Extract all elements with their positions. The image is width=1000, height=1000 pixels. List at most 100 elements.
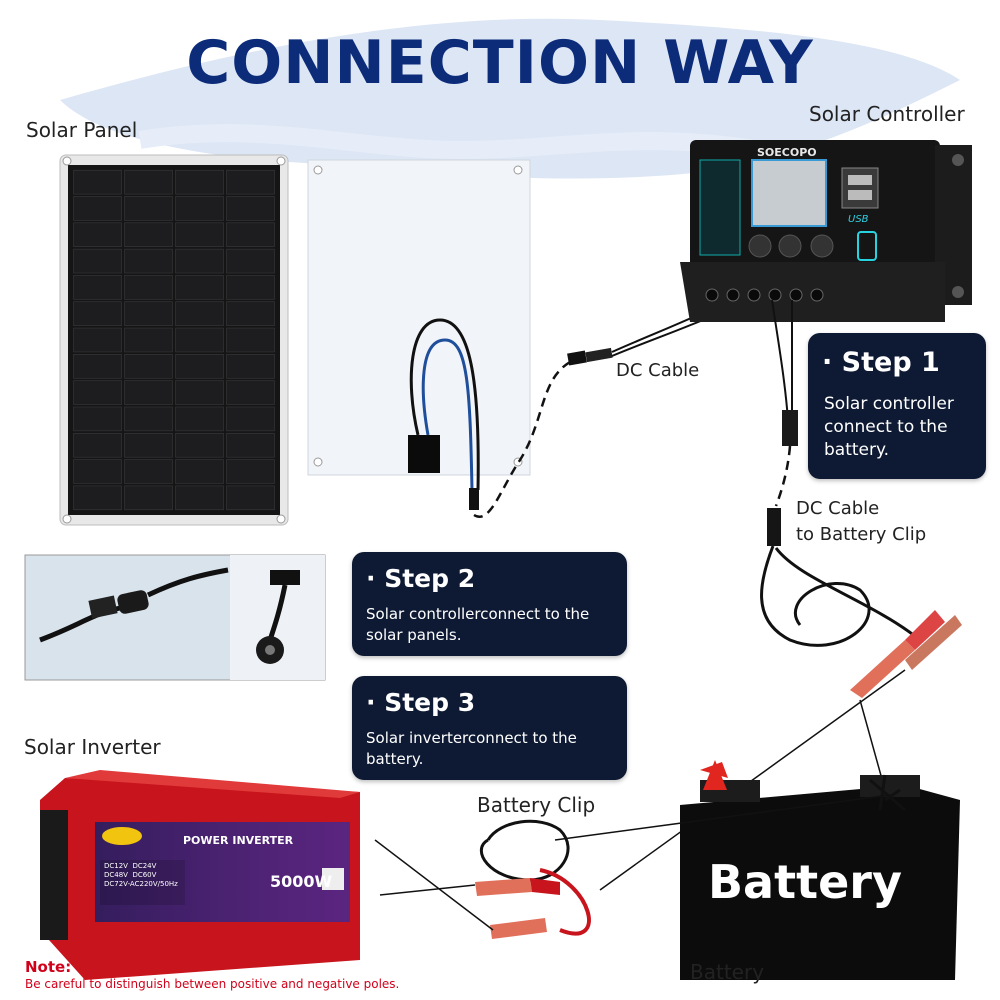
label-battery: Battery [690, 960, 765, 984]
solar-cell [124, 406, 173, 432]
charge-indicator-icon [857, 231, 877, 261]
controller-lcd-screen [751, 159, 827, 227]
solar-cell [73, 196, 122, 221]
dc-cable-panel-dashed [473, 360, 571, 518]
solar-cell [175, 354, 224, 379]
inverter-clip-red [475, 878, 560, 939]
solar-cell [73, 432, 122, 458]
step-3-desc: Solar inverterconnect to the battery. [366, 728, 577, 770]
inverter-rating: 5000W [270, 872, 333, 891]
controller-terminal [705, 288, 719, 302]
battery-device [680, 760, 960, 980]
step-1-title: · Step 1 [822, 347, 940, 378]
solar-cell [124, 432, 173, 458]
controller-terminal [789, 288, 803, 302]
step-3-desc-line: Solar inverterconnect to the [366, 729, 577, 747]
solar-cell [226, 354, 275, 379]
solar-cell [226, 459, 275, 484]
solar-cell [175, 222, 224, 248]
solar-cell [73, 380, 122, 405]
controller-usb-label: USB [848, 214, 869, 225]
label-dc-cable-battery-2: to Battery Clip [796, 524, 927, 545]
dc-connector-panel [567, 347, 613, 366]
power-inverter-device [40, 770, 360, 980]
step-2-desc-line: Solar controllerconnect to the [366, 605, 590, 623]
dc-connector-battery-cable [767, 508, 781, 546]
battery-clip-dark-top [905, 615, 962, 670]
solar-cell [226, 380, 275, 405]
solar-cell [226, 301, 275, 326]
step-2-desc: Solar controllerconnect to the solar pan… [366, 604, 589, 646]
solar-cell [175, 327, 224, 353]
step-3-title: · Step 3 [366, 688, 476, 717]
label-dc-cable: DC Cable [616, 360, 700, 381]
controller-terminal [747, 288, 761, 302]
junction-box [408, 435, 440, 473]
controller-terminal [810, 288, 824, 302]
label-solar-inverter: Solar Inverter [24, 735, 161, 759]
solar-cell [73, 301, 122, 326]
solar-cell [175, 406, 224, 432]
solar-cell [124, 301, 173, 326]
inverter-spec: DC60V [132, 871, 157, 879]
solar-cell [124, 354, 173, 379]
solar-cell [73, 248, 122, 274]
solar-cell [124, 275, 173, 300]
label-solar-controller: Solar Controller [809, 102, 965, 126]
step-1-desc-line: battery. [824, 440, 890, 460]
solar-cell [175, 275, 224, 300]
step-3-desc-line: battery. [366, 750, 424, 768]
solar-cell [124, 485, 173, 511]
solar-cell [124, 169, 173, 195]
page-title: CONNECTION WAY [186, 28, 814, 98]
note-title: Note: [25, 958, 72, 976]
solar-cell [73, 459, 122, 484]
battery-device-label: Battery [708, 855, 902, 909]
solar-cell [73, 485, 122, 511]
solar-cell [175, 169, 224, 195]
solar-cell [175, 380, 224, 405]
inverter-spec: DC48V [104, 871, 128, 879]
solar-cell [175, 248, 224, 274]
solar-cell [73, 327, 122, 353]
label-battery-clip: Battery Clip [477, 793, 596, 817]
connector-closeup-photo [24, 554, 326, 681]
note-text: Be careful to distinguish between positi… [25, 977, 400, 991]
solar-cell [226, 406, 275, 432]
solar-cell [124, 459, 173, 484]
solar-cell [175, 432, 224, 458]
inverter-label: POWER INVERTER [183, 834, 294, 847]
solar-cell [73, 222, 122, 248]
solar-cell [124, 380, 173, 405]
inverter-spec: DC12V [104, 862, 128, 870]
step-2-box: · Step 2 Solar controllerconnect to the … [352, 552, 627, 656]
solar-cell [124, 248, 173, 274]
solar-cell [226, 196, 275, 221]
step-1-desc-line: connect to the [824, 417, 948, 437]
solar-cell [226, 327, 275, 353]
solar-cell [226, 485, 275, 511]
inverter-spec: DC72V-AC220V/50Hz [104, 880, 178, 888]
controller-brand: SOECOPO [757, 146, 817, 159]
controller-terminal [726, 288, 740, 302]
inverter-specs: DC12V DC24V DC48V DC60V DC72V-AC220V/50H… [104, 862, 224, 889]
solar-cell [124, 327, 173, 353]
solar-cell [226, 275, 275, 300]
solar-cell [124, 222, 173, 248]
solar-cell [175, 459, 224, 484]
label-dc-cable-battery-1: DC Cable [796, 498, 880, 519]
step-3-box: · Step 3 Solar inverterconnect to the ba… [352, 676, 627, 780]
title-brush-stroke [138, 124, 762, 160]
solar-cell [73, 169, 122, 195]
solar-cell [226, 248, 275, 274]
solar-panel-front [59, 154, 289, 526]
step-2-title: · Step 2 [366, 564, 476, 593]
dc-cable-controller-dashed [774, 445, 792, 507]
solar-cell [175, 196, 224, 221]
solar-cell [175, 301, 224, 326]
controller-terminal [768, 288, 782, 302]
solar-cell [226, 222, 275, 248]
step-1-box: · Step 1 Solar controller connect to the… [808, 333, 986, 479]
solar-cell [175, 485, 224, 511]
